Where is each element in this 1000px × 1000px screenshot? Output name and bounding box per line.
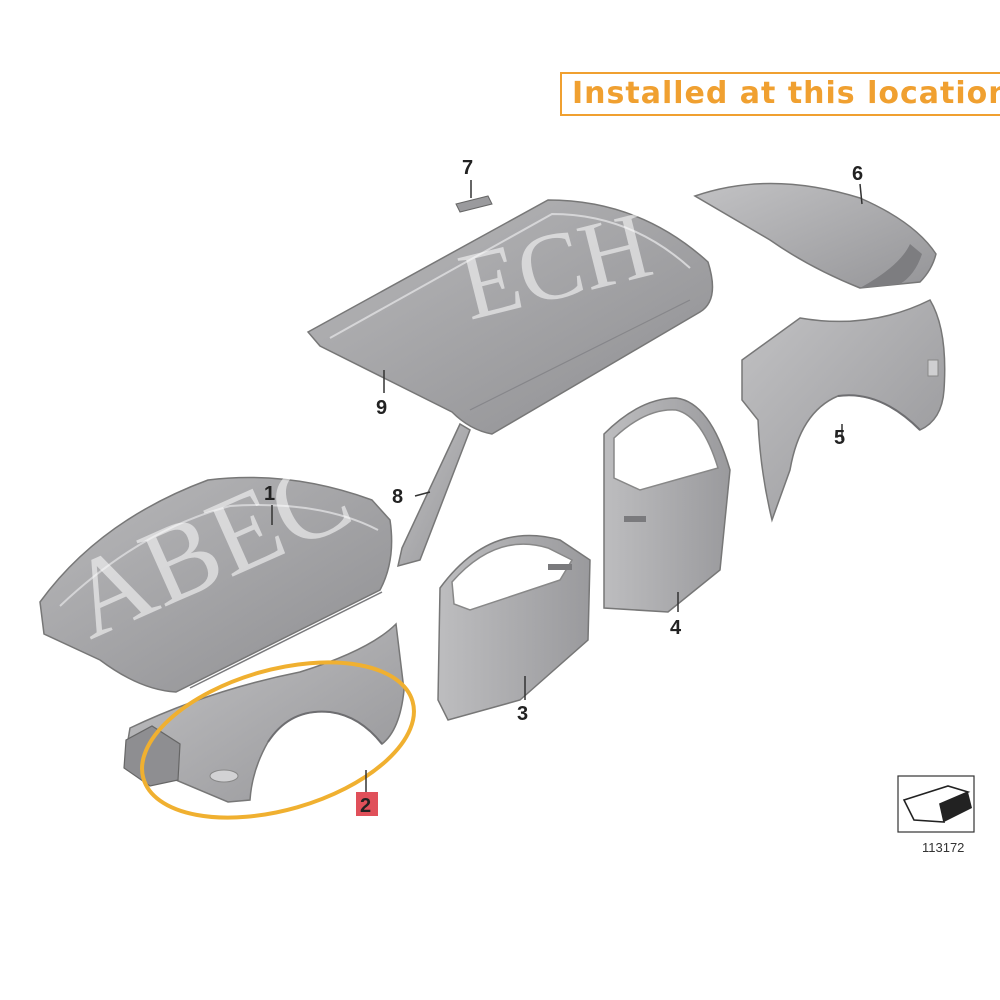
callout-4: 4	[670, 617, 682, 639]
hood	[39, 476, 393, 693]
clip-part	[455, 195, 493, 213]
callout-3: 3	[517, 703, 528, 725]
installed-location-banner: Installed at this location	[560, 72, 1000, 116]
trunk-lid	[693, 182, 937, 289]
pillar-trim	[396, 422, 471, 568]
rear-side-panel	[741, 299, 946, 523]
rear-door	[603, 397, 731, 613]
arrow-orientation-icon	[897, 775, 975, 833]
callout-8: 8	[392, 486, 403, 508]
highlight-ring	[140, 660, 416, 820]
roof-panel	[306, 199, 714, 435]
callout-7: 7	[462, 157, 473, 179]
callout-5: 5	[834, 427, 845, 449]
front-door	[437, 534, 591, 721]
leader-lines	[271, 180, 863, 792]
front-fender	[123, 622, 405, 803]
drawing-code: 113172	[922, 840, 964, 855]
callout-6: 6	[852, 163, 863, 185]
callout-1: 1	[264, 483, 275, 505]
callout-2: 2	[360, 795, 371, 817]
callout-2-badge	[356, 792, 378, 816]
callout-9: 9	[376, 397, 387, 419]
